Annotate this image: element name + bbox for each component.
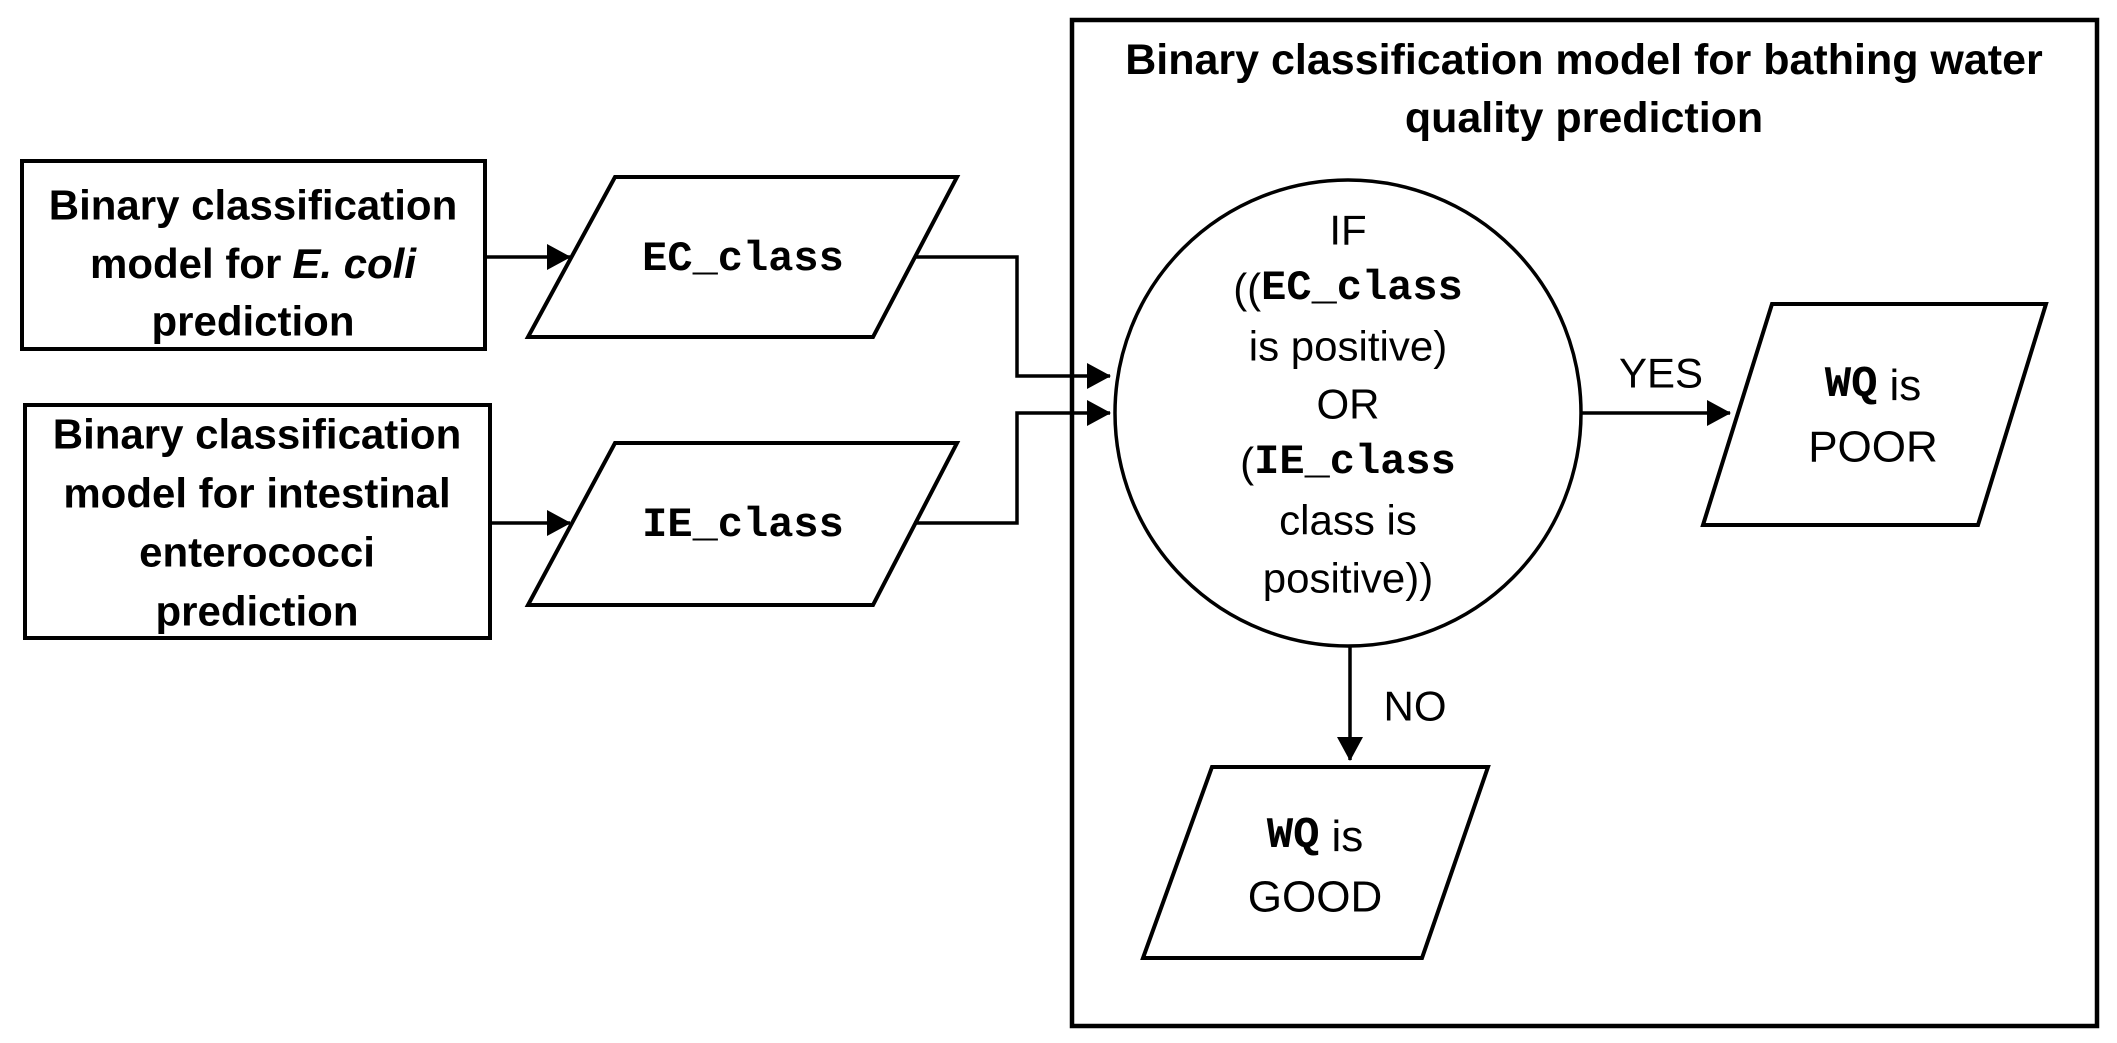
ecoli-model-box — [20, 159, 487, 351]
wq-poor-variable: WQ — [1825, 360, 1878, 410]
decision-line5-paren: ( — [1240, 439, 1254, 486]
ie-class-label: IE_class — [642, 501, 844, 549]
outer-box-title-line1: Binary classification model for bathing … — [1125, 36, 2043, 84]
ecoli-box-line2-prefix: model for — [90, 240, 281, 287]
decision-line1: IF — [1329, 207, 1366, 254]
no-label: NO — [1384, 683, 1447, 730]
connector-ecclass-to-decision — [914, 255, 1111, 389]
enterococci-box-line3: enterococci — [139, 529, 375, 576]
ec-class-label: EC_class — [642, 235, 844, 283]
ecoli-box-line2-species: E. coli — [292, 240, 417, 287]
ecoli-box-line1: Binary classification — [49, 182, 458, 229]
enterococci-box-line4: prediction — [155, 588, 358, 635]
yes-label: YES — [1619, 350, 1703, 397]
enterococci-model-box — [23, 403, 492, 640]
wq-poor-parallelogram — [1700, 302, 2049, 527]
wq-poor-line2: POOR — [1808, 423, 1938, 472]
decision-line3: is positive) — [1249, 323, 1447, 370]
wq-good-variable: WQ — [1267, 811, 1320, 861]
decision-line7: positive)) — [1263, 555, 1433, 602]
enterococci-box-line2: model for intestinal — [63, 470, 450, 517]
decision-line2: ((EC_class — [1233, 264, 1463, 312]
decision-line6: class is — [1279, 497, 1417, 544]
decision-line4: OR — [1317, 381, 1380, 428]
ie-class-parallelogram — [524, 441, 961, 607]
decision-line5-variable: IE_class — [1254, 438, 1456, 486]
wq-poor-is: is — [1890, 361, 1922, 410]
bathing-water-model-box — [1069, 17, 2100, 1029]
decision-line5: (IE_class — [1240, 438, 1456, 486]
decision-line2-variable: EC_class — [1261, 264, 1463, 312]
wq-good-line2: GOOD — [1248, 873, 1382, 922]
connector-ieclass-to-decision — [914, 400, 1111, 525]
ecoli-box-line3: prediction — [151, 298, 354, 345]
enterococci-box-line1: Binary classification — [53, 411, 462, 458]
ec-class-parallelogram — [524, 175, 961, 339]
wq-good-parallelogram — [1140, 765, 1491, 960]
outer-box-title-line2: quality prediction — [1405, 94, 1763, 142]
wq-good-is: is — [1332, 812, 1364, 861]
decision-line2-paren: (( — [1233, 265, 1261, 312]
